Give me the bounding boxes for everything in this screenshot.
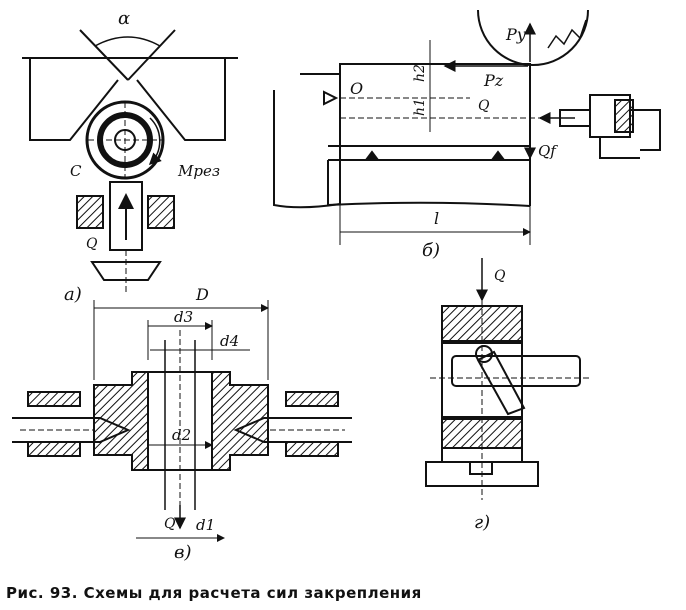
panel-label-g: г) [474, 512, 490, 533]
angle-alpha-label: α [118, 8, 130, 29]
q-label-v: Q [164, 516, 176, 532]
D-label: D [195, 285, 209, 304]
h2-label: h2 [412, 64, 428, 82]
d4-label: d4 [220, 332, 239, 350]
figure-caption: Рис. 93. Схемы для расчета сил закреплен… [6, 584, 422, 602]
pz-label: Pz [483, 71, 504, 90]
panel-label-v: в) [174, 542, 192, 563]
view-b-side-view [273, 9, 661, 245]
force-q-label-a: Q [86, 236, 98, 252]
d2-label: d2 [172, 426, 191, 444]
technical-drawing: α C Mрез Q а) [12, 8, 661, 563]
qf-label: Qf [538, 142, 558, 160]
point-c-label: C [70, 162, 82, 180]
panel-label-a: а) [64, 284, 82, 305]
q-label-b: Q [478, 98, 490, 114]
view-a-v-block [22, 29, 238, 292]
h1-label: h1 [412, 98, 428, 116]
d3-label: d3 [174, 308, 193, 326]
view-v-flange [12, 300, 352, 542]
d1-label: d1 [196, 516, 215, 534]
l-label: l [434, 209, 439, 228]
moment-label: Mрез [177, 162, 220, 180]
py-label: Py [505, 25, 527, 44]
panel-label-b: б) [422, 240, 440, 261]
origin-o-label: O [350, 79, 363, 98]
view-g-clamp-section [425, 258, 590, 500]
q-label-g: Q [494, 268, 506, 284]
